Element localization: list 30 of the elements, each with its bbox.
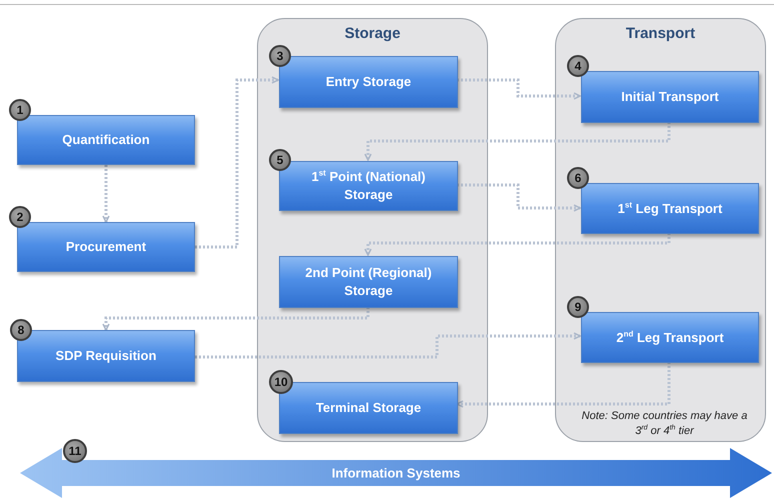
step-number-badge: 8: [10, 319, 32, 341]
step-number-badge: 5: [269, 149, 291, 171]
arrow-label: Information Systems: [330, 466, 462, 480]
connector-arrow: [364, 122, 670, 161]
note-text: Note: Some countries may have a 3$^{rd}$ or 4$^{th}$ tier: [580, 408, 748, 438]
step-number-badge: 6: [567, 167, 589, 189]
connector-arrow: [195, 332, 581, 358]
connector-arrow: [456, 362, 670, 408]
connector-arrow: [364, 233, 670, 256]
group-panel: [257, 18, 488, 442]
process-box: 2nd Point (Regional) Storage: [279, 256, 458, 308]
panel-title: Transport: [624, 25, 696, 42]
double-headed-arrow: [20, 448, 772, 498]
process-box: Initial Transport: [581, 71, 759, 123]
step-number-badge: 3: [269, 45, 291, 67]
step-number-badge: 1: [9, 99, 31, 121]
step-number-badge: 4: [567, 55, 589, 77]
step-number-badge: 10: [269, 370, 293, 394]
panel-title: Storage: [344, 25, 402, 42]
process-box: Procurement: [17, 222, 195, 272]
connector-arrow: [102, 165, 110, 223]
group-panel: [555, 18, 766, 442]
step-number-badge: 11: [63, 439, 87, 463]
step-number-badge: 9: [567, 296, 589, 318]
process-box: 1$^{st}$ Leg Transport: [581, 183, 759, 234]
process-box: Quantification: [17, 115, 195, 165]
connector-arrow: [195, 76, 279, 248]
process-box: 2$^{nd}$ Leg Transport: [581, 312, 759, 363]
connector-arrow: [102, 307, 370, 331]
step-number-badge: 2: [9, 206, 31, 228]
